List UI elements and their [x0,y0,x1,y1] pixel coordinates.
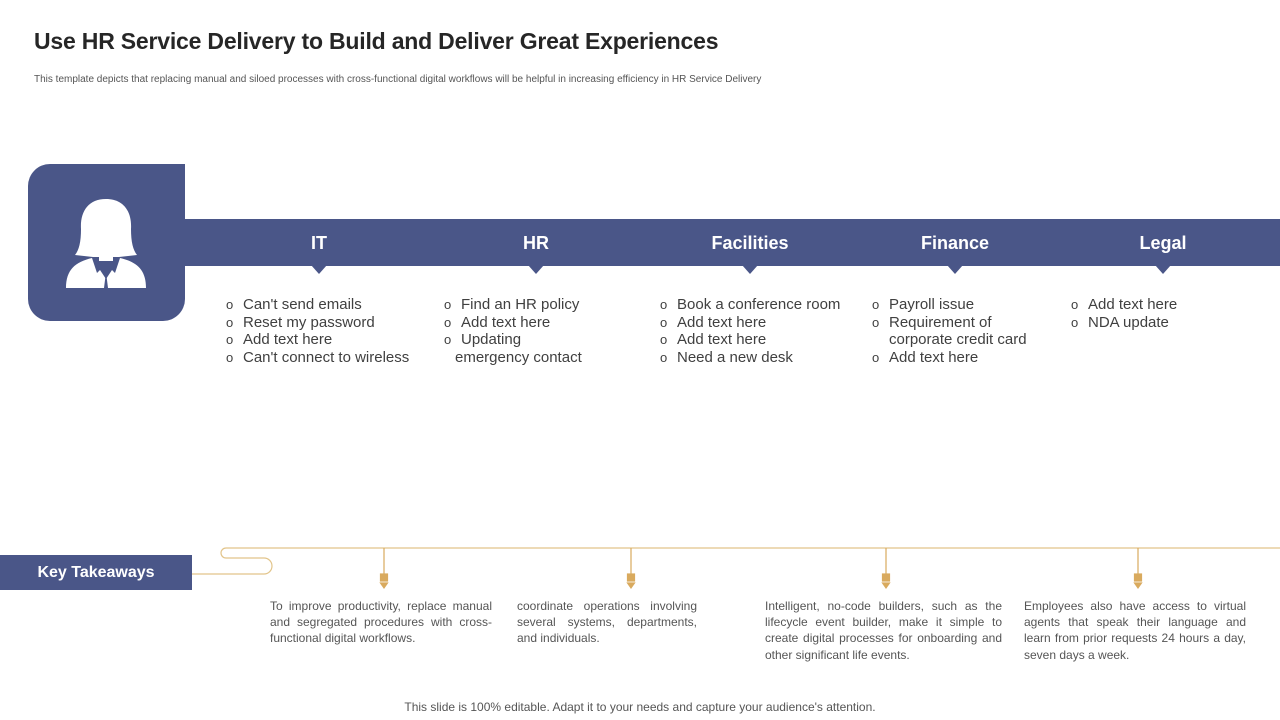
list-item: Add text here [226,331,409,349]
dept-pointer [947,265,963,274]
takeaway-marker-2 [626,548,636,590]
takeaway-marker-1 [379,548,389,590]
list-item: Add text here [660,331,840,349]
dept-list-finance: Payroll issue Requirement of corporate c… [872,296,1027,366]
list-item: Book a conference room [660,296,840,314]
dept-label-facilities: Facilities [711,233,789,253]
dept-list-it: Can't send emails Reset my password Add … [226,296,409,366]
takeaway-text-2: coordinate operations involving several … [517,599,697,646]
list-item: Add text here [1071,296,1177,314]
list-item: Can't send emails [226,296,409,314]
page-subtitle: This template depicts that replacing man… [34,74,762,85]
dept-label-legal: Legal [1139,233,1187,253]
key-takeaways-label: Key Takeaways [0,555,192,590]
list-item: Add text here [660,314,840,332]
dept-pointer [1155,265,1171,274]
avatar-panel [28,164,185,321]
dept-list-legal: Add text here NDA update [1071,296,1177,331]
list-item: Reset my password [226,314,409,332]
dept-list-hr: Find an HR policy Add text here Updating… [444,296,582,366]
dept-pointer [311,265,327,274]
takeaway-text-1: To improve productivity, replace manual … [270,599,492,646]
list-item: Requirement of [872,314,1027,332]
list-item: Can't connect to wireless [226,349,409,367]
takeaway-marker-3 [881,548,891,590]
list-item: NDA update [1071,314,1177,332]
dept-pointer [528,265,544,274]
dept-label-finance: Finance [920,233,990,253]
footer-note: This slide is 100% editable. Adapt it to… [404,700,876,714]
list-item: Updating [444,331,582,349]
dept-label-it: IT [311,233,327,253]
dept-label-hr: HR [523,233,549,253]
department-band [185,219,1280,266]
page-title: Use HR Service Delivery to Build and Del… [34,28,719,54]
takeaway-text-3: Intelligent, no-code builders, such as t… [765,599,1002,662]
list-item: Payroll issue [872,296,1027,314]
female-user-icon [66,199,146,288]
list-item: Find an HR policy [444,296,582,314]
list-item: Need a new desk [660,349,840,367]
takeaway-text-4: Employees also have access to virtual ag… [1024,599,1246,662]
dept-list-facilities: Book a conference room Add text here Add… [660,296,840,366]
list-item: emergency contact [455,348,582,366]
takeaway-connector [192,547,1280,590]
dept-pointer [742,265,758,274]
list-item: corporate credit card [889,331,1027,349]
list-item: Add text here [444,314,582,332]
takeaway-marker-4 [1133,548,1143,590]
list-item: Add text here [872,349,1027,367]
